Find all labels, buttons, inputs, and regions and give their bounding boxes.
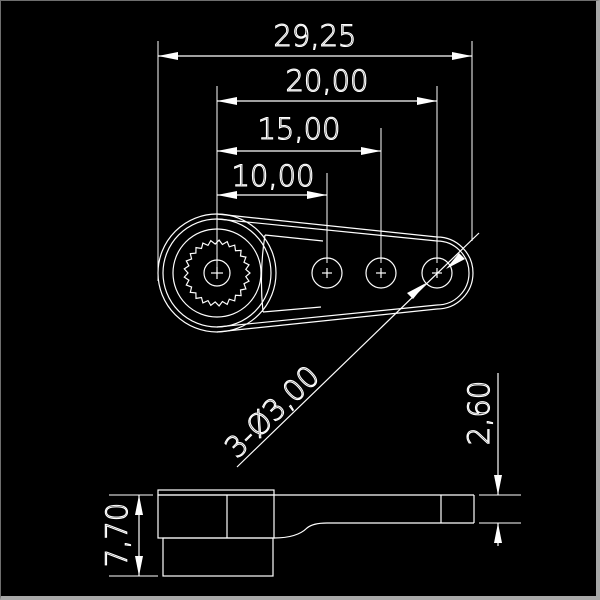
dimension-hole-1: 10,00 xyxy=(217,158,328,263)
dim-arm-thickness-label: 2,60 xyxy=(462,381,496,446)
dim-hole-diameter-label: 3-Ø3,00 xyxy=(218,359,326,465)
horn-top-view xyxy=(157,213,474,333)
dimension-hole-diameter: 3-Ø3,00 xyxy=(218,232,480,468)
center-hole xyxy=(203,259,231,287)
dimension-total-height: 7,70 xyxy=(99,494,158,577)
dim-hole-3-label: 20,00 xyxy=(285,64,368,98)
horn-side-view xyxy=(157,489,475,577)
dimension-overall-length: 29,25 xyxy=(157,18,473,281)
mount-hole-1 xyxy=(311,257,343,289)
dim-total-height-label: 7,70 xyxy=(100,503,134,568)
spline-gear xyxy=(183,239,251,307)
dim-hole-2-label: 15,00 xyxy=(257,112,340,146)
dimension-hole-3: 20,00 xyxy=(216,63,438,276)
dim-overall-length-label: 29,25 xyxy=(273,19,356,53)
dim-hole-1-label: 10,00 xyxy=(231,159,314,193)
mount-hole-2 xyxy=(365,257,397,289)
dimension-arm-thickness: 2,60 xyxy=(461,373,521,546)
dimension-hole-2: 15,00 xyxy=(217,111,382,263)
